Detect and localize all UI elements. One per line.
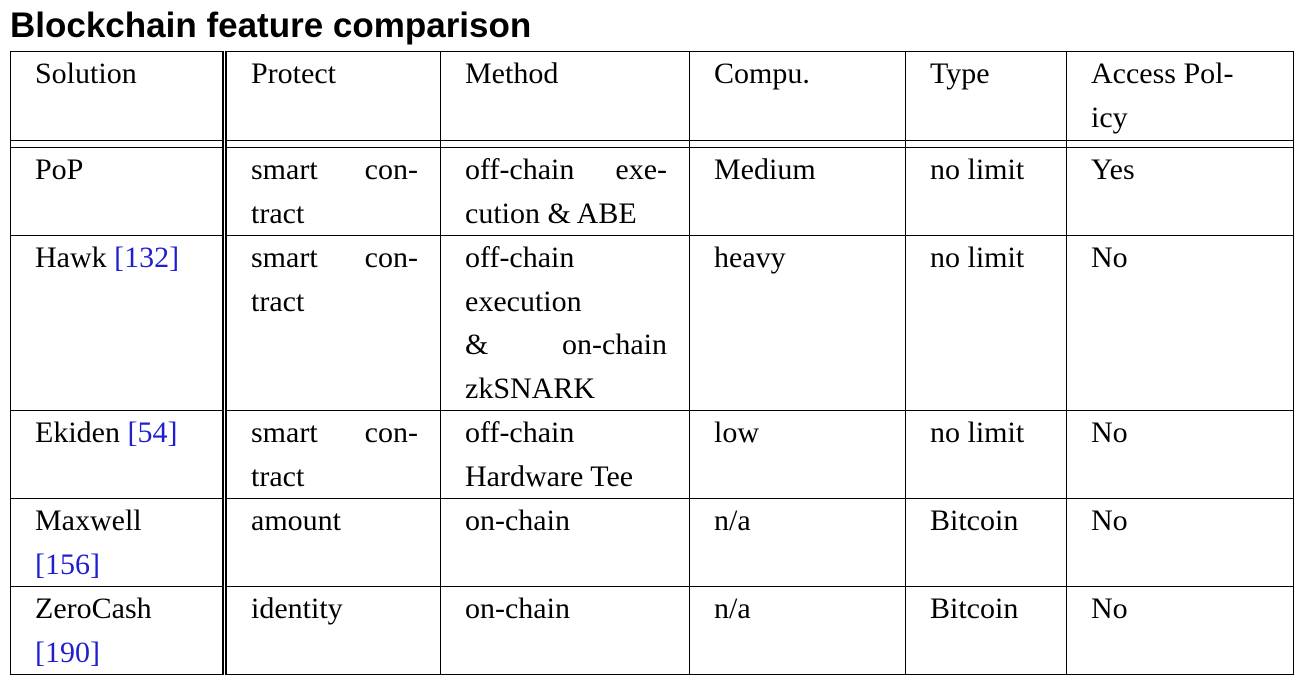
table-title: Blockchain feature comparison	[10, 6, 532, 45]
header-compu: Compu.	[689, 51, 906, 141]
cell-type: no limit	[905, 147, 1067, 236]
header-row: Solution Protect Method Compu. Type Acce…	[10, 51, 1294, 141]
cell-method: off-chain execution & on-chain zkSNARK	[440, 235, 690, 411]
header-solution: Solution	[10, 51, 227, 141]
table-row: Hawk [132] smart con- tract off-chain ex…	[10, 235, 1294, 411]
cell-protect: identity	[224, 586, 441, 675]
comparison-table: Solution Protect Method Compu. Type Acce…	[10, 51, 1294, 675]
cell-access: No	[1066, 586, 1294, 675]
table-row: Maxwell [156] amount on-chain n/a Bitcoi…	[10, 498, 1294, 587]
cell-solution: Hawk [132]	[10, 235, 227, 411]
cell-method: off-chain Hardware Tee	[440, 410, 690, 499]
table-row: Ekiden [54] smart con- tract off-chain H…	[10, 410, 1294, 499]
header-separator	[10, 140, 1294, 148]
cell-method: on-chain	[440, 498, 690, 587]
header-access-policy: Access Pol- icy	[1066, 51, 1294, 141]
cell-protect: amount	[224, 498, 441, 587]
cell-access: Yes	[1066, 147, 1294, 236]
cell-compu: low	[689, 410, 906, 499]
cell-type: no limit	[905, 410, 1067, 499]
citation-link[interactable]: [190]	[35, 635, 100, 669]
header-access-line1: Access Pol-	[1091, 57, 1234, 90]
cell-method: off-chain exe- cution & ABE	[440, 147, 690, 236]
cell-access: No	[1066, 498, 1294, 587]
table-row: PoP smart con- tract off-chain exe- cuti…	[10, 147, 1294, 236]
cell-method: on-chain	[440, 586, 690, 675]
cell-type: Bitcoin	[905, 586, 1067, 675]
citation-link[interactable]: [54]	[127, 416, 178, 449]
cell-type: Bitcoin	[905, 498, 1067, 587]
cell-solution: PoP	[10, 147, 227, 236]
cell-access: No	[1066, 235, 1294, 411]
cell-protect: smart con- tract	[224, 235, 441, 411]
table-row: ZeroCash [190] identity on-chain n/a Bit…	[10, 586, 1294, 675]
cell-compu: n/a	[689, 498, 906, 587]
header-type: Type	[905, 51, 1067, 141]
cell-type: no limit	[905, 235, 1067, 411]
header-protect: Protect	[224, 51, 441, 141]
cell-compu: heavy	[689, 235, 906, 411]
header-method: Method	[440, 51, 690, 141]
cell-protect: smart con- tract	[224, 410, 441, 499]
cell-compu: n/a	[689, 586, 906, 675]
header-access-line2: icy	[1091, 100, 1128, 134]
cell-compu: Medium	[689, 147, 906, 236]
cell-solution: ZeroCash [190]	[10, 586, 227, 675]
cell-solution: Maxwell [156]	[10, 498, 227, 587]
cell-protect: smart con- tract	[224, 147, 441, 236]
cell-solution: Ekiden [54]	[10, 410, 227, 499]
citation-link[interactable]: [156]	[35, 547, 100, 581]
cell-access: No	[1066, 410, 1294, 499]
citation-link[interactable]: [132]	[114, 241, 180, 274]
